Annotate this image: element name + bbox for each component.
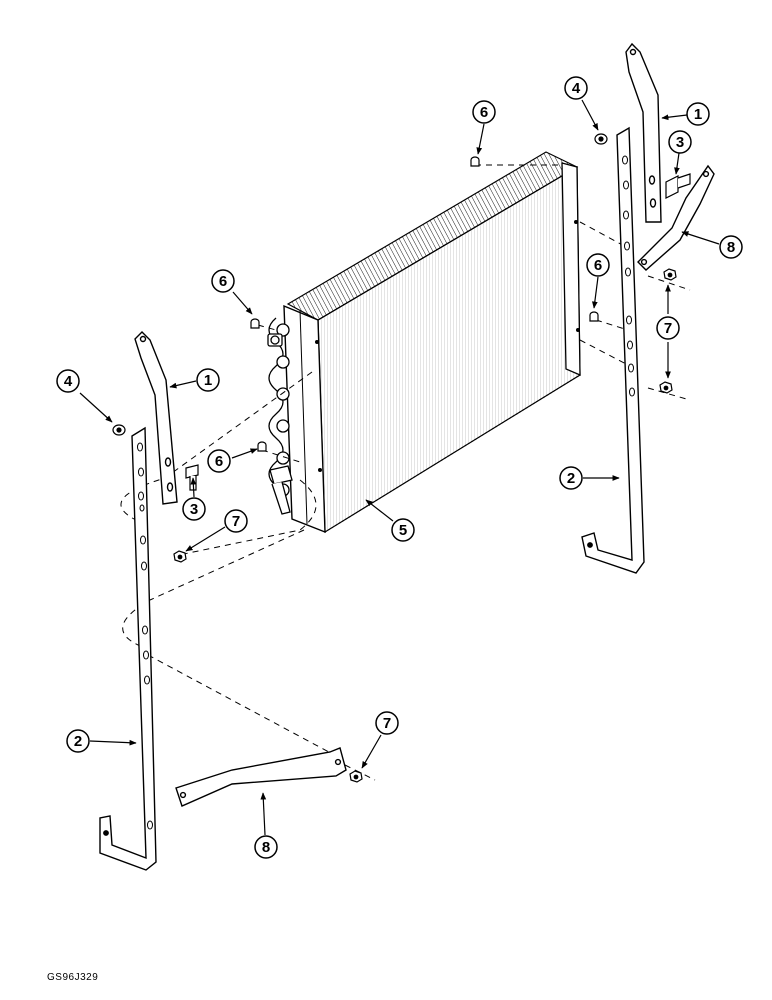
callout-6-right: 6 <box>586 253 610 277</box>
callout-label: 3 <box>676 134 684 151</box>
screw-6-top <box>470 156 480 167</box>
callout-label: 4 <box>572 80 581 97</box>
callout-4-left: 4 <box>56 369 80 393</box>
nut-4-left <box>112 424 126 436</box>
callout-label: 4 <box>64 373 73 390</box>
right-cross-brace <box>637 164 715 271</box>
callout-6-top: 6 <box>472 100 496 124</box>
callout-5: 5 <box>391 518 415 542</box>
callout-7-left: 7 <box>224 509 248 533</box>
bolt-3-upper <box>665 173 691 199</box>
callout-label: 1 <box>204 372 212 389</box>
condenser <box>267 151 581 534</box>
callout-label: 6 <box>219 273 227 290</box>
condenser-return-bends <box>268 317 290 497</box>
right-upright-bracket <box>581 126 645 574</box>
condenser-outlet-fitting <box>269 465 293 515</box>
callout-label: 8 <box>727 239 735 256</box>
figure-code: GS96J329 <box>47 972 99 983</box>
callout-7-right: 7 <box>656 316 680 340</box>
lower-cross-brace <box>175 747 347 807</box>
nut-7-right-upper <box>663 268 677 281</box>
callout-2-right: 2 <box>559 466 583 490</box>
callout-8-lower: 8 <box>254 835 278 859</box>
right-upper-strap <box>625 42 662 223</box>
callout-2-left: 2 <box>66 729 90 753</box>
condenser-right-tank <box>561 162 581 376</box>
callout-8-upper: 8 <box>719 235 743 259</box>
leader-lines <box>79 99 720 836</box>
screw-6-right <box>589 311 599 322</box>
screw-6-left <box>250 318 260 329</box>
nut-7-lower <box>349 770 363 783</box>
nut-7-right-lower <box>659 381 673 394</box>
callout-label: 2 <box>74 733 82 750</box>
callout-6-left: 6 <box>211 269 235 293</box>
nut-7-left <box>173 550 187 563</box>
callout-6-mid: 6 <box>207 449 231 473</box>
callout-label: 7 <box>383 715 391 732</box>
callout-label: 6 <box>215 453 223 470</box>
callout-1-upper: 1 <box>686 102 710 126</box>
callout-label: 6 <box>480 104 488 121</box>
callout-4-upper: 4 <box>564 76 588 100</box>
left-upright-bracket <box>99 426 157 871</box>
callout-label: 2 <box>567 470 575 487</box>
callout-label: 1 <box>694 106 702 123</box>
condenser-left-header <box>283 304 326 534</box>
callout-label: 5 <box>399 522 407 539</box>
nut-4-upper <box>594 133 608 145</box>
left-upper-strap <box>134 331 178 505</box>
callout-1-left: 1 <box>196 368 220 392</box>
condenser-inlet-fitting <box>267 333 283 347</box>
callout-3-left: 3 <box>182 497 206 521</box>
screw-6-mid <box>257 441 267 452</box>
callout-label: 8 <box>262 839 270 856</box>
callout-3-upper: 3 <box>668 130 692 154</box>
callout-7-lower: 7 <box>375 711 399 735</box>
callout-label: 7 <box>232 513 240 530</box>
callout-label: 6 <box>594 257 602 274</box>
callout-label: 7 <box>664 320 672 337</box>
bolt-3-left <box>185 464 199 491</box>
callout-label: 3 <box>190 501 198 518</box>
